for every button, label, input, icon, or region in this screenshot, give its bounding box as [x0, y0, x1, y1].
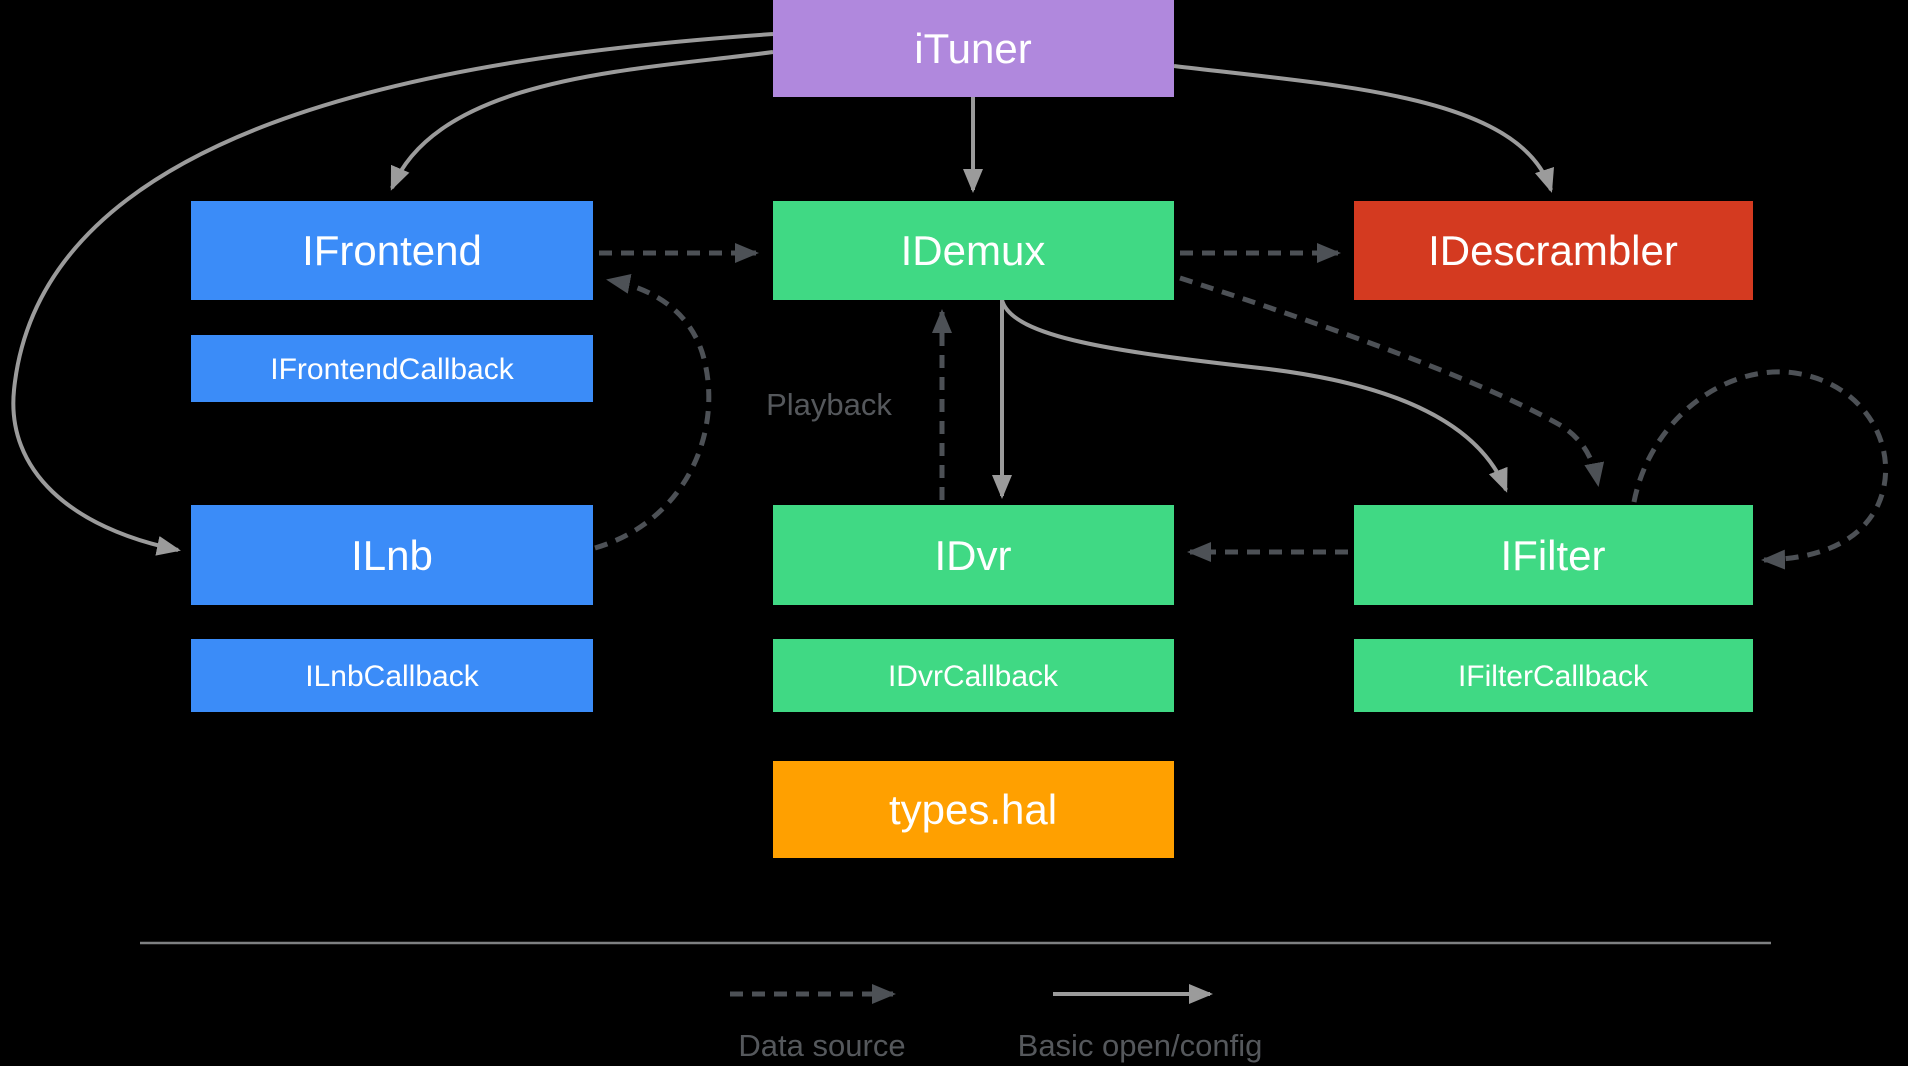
edge-ituner-ilnb-solid-arrow — [11, 32, 774, 556]
node-ifilter-callback — [1354, 639, 1753, 712]
node-ifilter-callback-label: IFilterCallback — [1458, 660, 1649, 693]
edge-ituner-idescrambler-solid-arrow — [1173, 64, 1554, 193]
legend-data-source-label: Data source — [738, 1028, 905, 1063]
node-idvr-callback — [773, 639, 1174, 712]
dashed-arrows-group — [594, 243, 1889, 570]
edge-ituner-ifrontend-solid-arrow — [390, 50, 774, 191]
node-ifrontend-label: IFrontend — [302, 227, 482, 274]
node-types-hal-label: types.hal — [889, 786, 1057, 833]
edge-ifilter-self-loop-dashed-arrow — [1631, 369, 1889, 570]
node-ifrontend-callback — [191, 335, 593, 402]
node-idescrambler-label: IDescrambler — [1428, 227, 1678, 274]
node-ilnb — [191, 505, 593, 605]
node-ifrontend — [191, 201, 593, 300]
node-idemux — [773, 201, 1174, 300]
node-idescrambler — [1354, 201, 1753, 300]
node-ifrontend-callback-label: IFrontendCallback — [270, 353, 514, 386]
solid-arrows-group — [11, 32, 1554, 556]
playback-annotation: Playback — [766, 387, 892, 422]
node-ilnb-callback — [191, 639, 593, 712]
nodes-group: iTuner IFrontend IFrontendCallback IDemu… — [191, 0, 1753, 858]
node-ilnb-callback-label: ILnbCallback — [305, 660, 479, 693]
node-ifilter-label: IFilter — [1501, 532, 1606, 579]
node-idvr-callback-label: IDvrCallback — [888, 660, 1059, 693]
node-ituner-label: iTuner — [914, 25, 1032, 72]
node-idvr — [773, 505, 1174, 605]
node-ituner — [773, 0, 1174, 97]
legend: Data source Basic open/config — [730, 984, 1263, 1063]
legend-basic-open-config-label: Basic open/config — [1018, 1028, 1263, 1063]
node-ilnb-label: ILnb — [351, 532, 433, 579]
edge-idemux-ifilter-dashed-arrow — [1179, 275, 1605, 487]
node-types-hal — [773, 761, 1174, 858]
edge-ilnb-ifrontend-dashed-arrow — [594, 274, 712, 551]
node-idvr-label: IDvr — [935, 532, 1012, 579]
edge-idemux-ifilter-solid-arrow — [1000, 299, 1508, 493]
node-idemux-label: IDemux — [901, 227, 1046, 274]
node-ifilter — [1354, 505, 1753, 605]
